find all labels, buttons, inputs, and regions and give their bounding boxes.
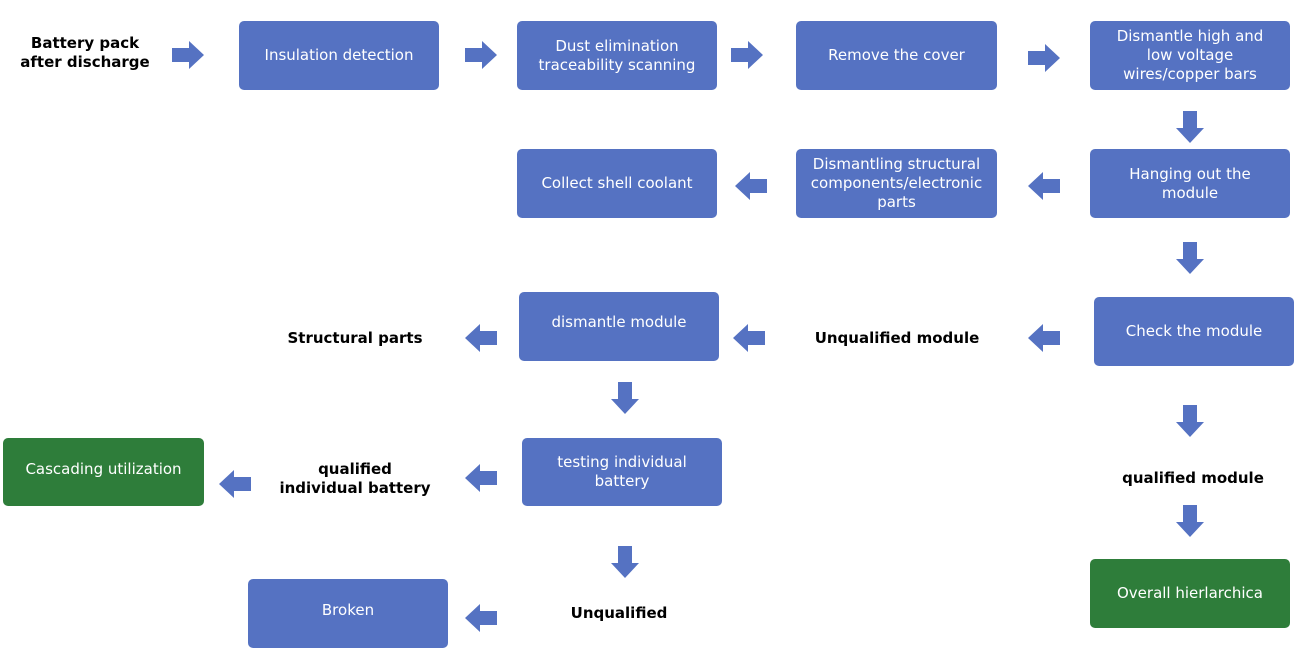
dust-elimination-box: Dust elimination traceability scanning (517, 21, 717, 90)
arrow-left-icon (733, 324, 765, 352)
arrow-left-icon (465, 604, 497, 632)
arrow-left-icon (465, 324, 497, 352)
insulation-detection-box: Insulation detection (239, 21, 439, 90)
arrow-right-icon (172, 41, 204, 69)
arrow-right-icon (731, 41, 763, 69)
dismantle-module-box: dismantle module (519, 292, 719, 361)
hanging-module-box: Hanging out the module (1090, 149, 1290, 218)
arrow-down-icon (1176, 111, 1204, 143)
qualified-battery-label: qualified individual battery (279, 460, 431, 497)
arrow-left-icon (1028, 324, 1060, 352)
cascading-utilization-box: Cascading utilization (3, 438, 204, 506)
qualified-module-label: qualified module (1122, 468, 1264, 487)
arrow-down-icon (611, 546, 639, 578)
dismantle-wires-box: Dismantle high and low voltage wires/cop… (1090, 21, 1290, 90)
arrow-down-icon (611, 382, 639, 414)
arrow-left-icon (219, 470, 251, 498)
arrow-left-icon (465, 464, 497, 492)
arrow-down-icon (1176, 505, 1204, 537)
testing-battery-box: testing individual battery (522, 438, 722, 506)
dismantle-structural-box: Dismantling structural components/electr… (796, 149, 997, 218)
arrow-down-icon (1176, 242, 1204, 274)
remove-cover-box: Remove the cover (796, 21, 997, 90)
unqualified-module-label: Unqualified module (814, 328, 980, 347)
arrow-down-icon (1176, 405, 1204, 437)
unqualified-label: Unqualified (570, 603, 668, 622)
start-label: Battery pack after discharge (20, 34, 150, 71)
arrow-left-icon (735, 172, 767, 200)
arrow-left-icon (1028, 172, 1060, 200)
check-module-box: Check the module (1094, 297, 1294, 366)
collect-coolant-box: Collect shell coolant (517, 149, 717, 218)
structural-parts-label: Structural parts (287, 328, 423, 347)
overall-hierarchical-box: Overall hierlarchica (1090, 559, 1290, 628)
arrow-right-icon (465, 41, 497, 69)
broken-box: Broken (248, 579, 448, 648)
arrow-right-icon (1028, 44, 1060, 72)
